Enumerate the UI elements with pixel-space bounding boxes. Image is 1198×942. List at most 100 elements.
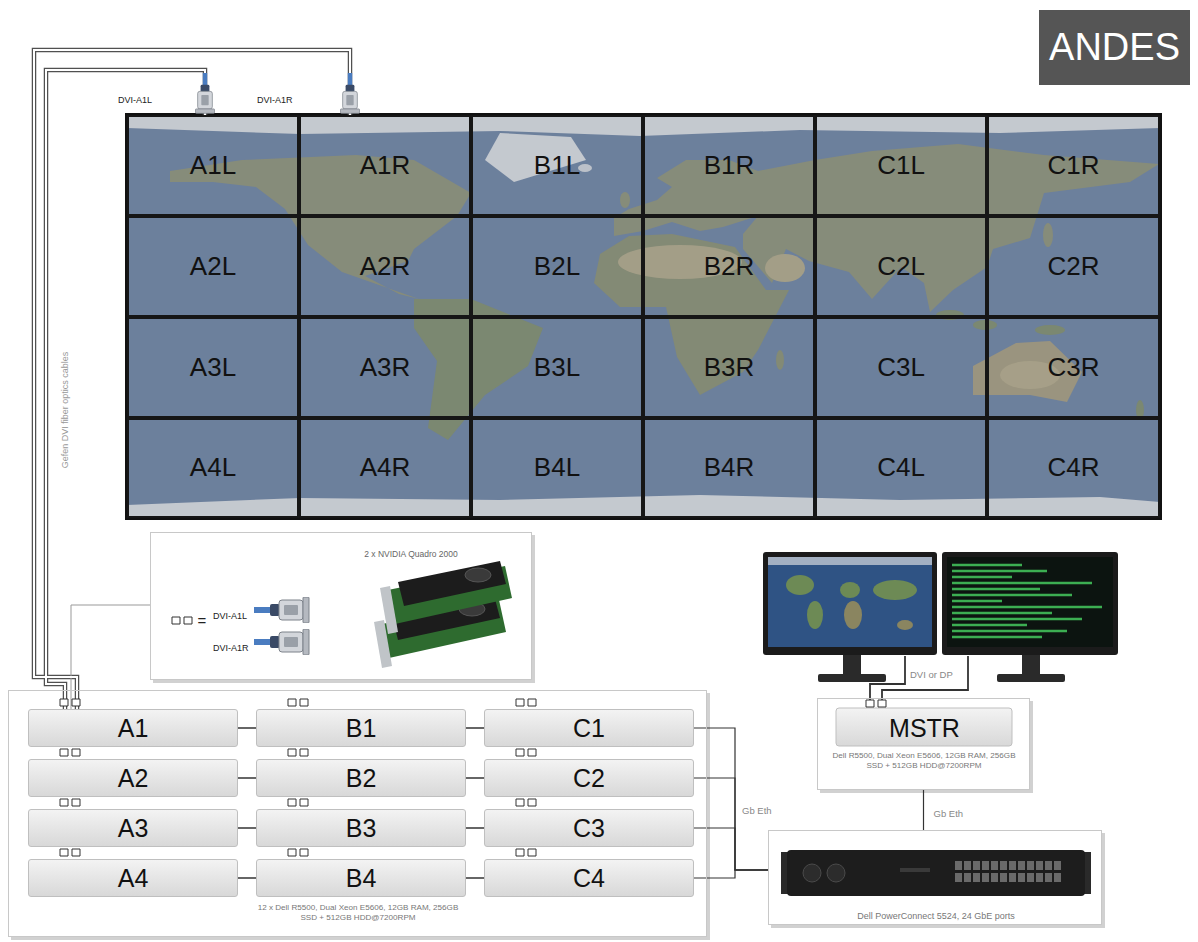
wall-tile: C2R [987,216,1160,317]
connector-line [466,777,484,779]
world-map [127,115,1160,518]
terminal-lines [952,565,1102,637]
tile-label: B4R [704,452,755,483]
tile-label: A1L [190,150,236,181]
connector-line [694,870,768,878]
cable-core [34,50,350,709]
edge-label: Gb Eth [932,808,966,819]
wall-tile: B1L [471,115,643,216]
monitor-base [818,674,886,682]
screen-land [897,620,913,630]
server-name: B2 [346,763,377,793]
gpu-callout: 2 x NVIDIA Quadro 2000DVI-A1L=DVI-A1R [150,532,532,680]
monitor-neck [843,655,861,675]
gpu-fan [465,568,491,582]
render-server: A4 [28,859,238,897]
tile-label: C1R [1047,150,1099,181]
screen-land [840,582,860,598]
text-slot: DVI-A1R [213,637,257,655]
server-rack: A1B1C1A2B2C2A3B3C3A4B4C412 x Dell R5500,… [8,690,707,937]
label-slot: Gefen DVI fiber optics cables [54,320,66,500]
switch-fan [803,864,821,882]
connector-line [694,778,768,870]
tile-label: B3R [704,352,755,383]
tile-label: A1R [360,150,411,181]
monitor-screen [947,557,1113,647]
edge-label-slot: Gb Eth [932,803,966,821]
connector-line [694,728,768,870]
label-slot: Gb Eth [742,800,782,818]
render-server: B1 [256,709,466,747]
text-slot: MSTR [818,709,1031,747]
connector-line [238,827,256,829]
connector-line [71,605,150,709]
render-server: A2 [28,759,238,797]
wall-tile: C1R [987,115,1160,216]
switch-leds [900,868,930,872]
connector-line [923,790,924,830]
gpu-bracket [380,586,398,634]
connector-name: DVI-A1R [213,643,249,654]
render-server: B3 [256,809,466,847]
label-slot: DVI-A1L [118,89,164,107]
server-name: MSTR [889,713,960,743]
switch-fan [827,864,845,882]
server-name: C3 [573,813,605,843]
render-server: C1 [484,709,694,747]
tile-label: A2L [190,251,236,282]
title-badge: ANDES [1039,10,1190,85]
wall-tile: C1L [815,115,987,216]
tile-label: B4L [534,452,580,483]
tile-label: C2R [1047,251,1099,282]
wall-frame [127,115,1160,518]
fiber-cable [46,70,205,709]
label-slot: DVI-A1R [257,89,303,107]
tile-label: C2L [877,251,925,282]
ocean [127,115,1160,518]
label-slot: DVI or DP [910,664,962,682]
server-spec: Dell R5500, Dual Xeon E5606, 12GB RAM, 2… [830,751,1018,770]
map-tint [127,115,1160,518]
screen-land [844,601,862,629]
server-name: A4 [118,863,149,893]
wall-tile: C3R [987,317,1160,418]
left-monitor [763,552,937,682]
wall-tile: C4L [815,418,987,518]
annotation: DVI-A1L [118,95,152,106]
tile-label: C4R [1047,452,1099,483]
panel-ground [817,698,1030,790]
wall-tile: A3R [299,317,471,418]
tile-label: A4R [360,452,411,483]
annotation: Gefen DVI fiber optics cables [60,352,71,469]
connector-line [466,727,484,729]
screen-land [786,575,814,595]
render-server: A1 [28,709,238,747]
tile-label: C3L [877,352,925,383]
dvi-connector [195,73,214,113]
server-name: A2 [118,763,149,793]
connector-line [694,828,768,870]
server-name: C1 [573,713,605,743]
server-name: B1 [346,713,377,743]
dvi-connector [340,73,359,113]
wall-tile: B3L [471,317,643,418]
dvi-connector [254,597,309,623]
server-name: A3 [118,813,149,843]
server-name: C2 [573,763,605,793]
text-slot: 2 x NVIDIA Quadro 2000 [331,543,491,561]
title-text: ANDES [1049,25,1180,71]
tile-label: B2L [534,251,580,282]
text-slot: 12 x Dell R5500, Dual Xeon E5606, 12GB R… [253,903,463,924]
connector-line [238,727,256,729]
wall-tile: C4R [987,418,1160,518]
gpu-shroud [398,561,506,606]
master-chassis [836,708,1012,746]
render-server: B4 [256,859,466,897]
screen-land [807,601,823,629]
wall-tile: A1L [127,115,299,216]
monitor-neck [1022,655,1040,675]
render-server: C2 [484,759,694,797]
connector-line [238,877,256,879]
